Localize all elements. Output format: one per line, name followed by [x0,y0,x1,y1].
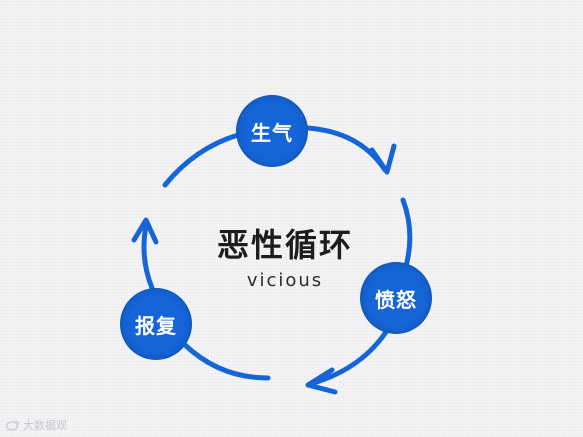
node-fury-right: 愤怒 [360,262,432,334]
node-anger-top: 生气 [236,95,308,167]
arrow-left-to-up [141,223,155,291]
node-revenge-left: 报复 [120,288,192,360]
watermark-text: 大数据观 [23,419,67,432]
arrow-upper-left-to-top [162,132,241,188]
arrowhead-left-to-up [131,217,159,245]
node-left-label: 报复 [135,313,177,338]
arrow-right-descend [400,197,413,269]
arrow-right-to-bottom [307,329,389,387]
arrowhead-right-to-bottom [305,367,338,395]
node-top-label: 生气 [251,120,293,145]
diagram-title: 恶性循环 [216,226,353,264]
watermark: 大数据观 [6,417,67,433]
diagram-subtitle: vicious [246,270,324,291]
node-right-label: 愤怒 [375,287,417,312]
arrowhead-top-to-right [369,143,397,175]
weibo-logo-icon [6,420,20,431]
arrow-bottom-to-left [182,342,271,381]
